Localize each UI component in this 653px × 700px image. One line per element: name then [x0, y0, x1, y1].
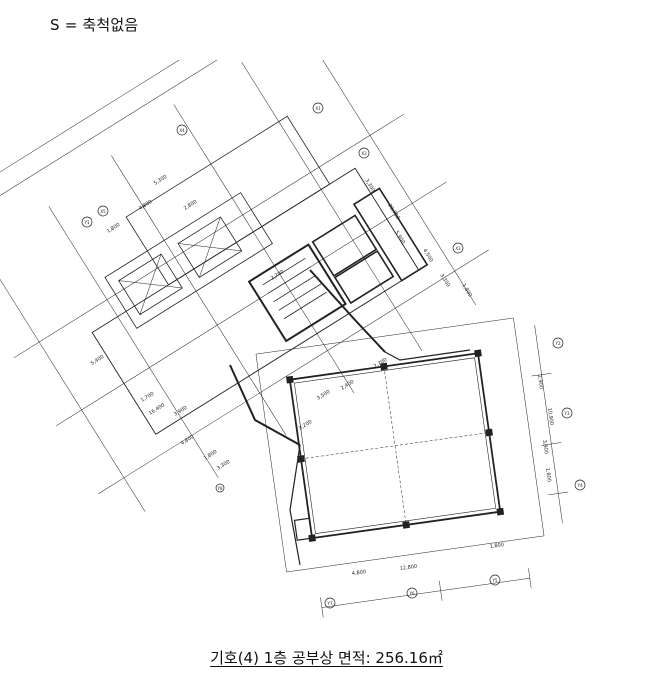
- dim-lower-right-2: 3,900: [541, 439, 549, 454]
- dim-misc-1: 3,500: [316, 389, 331, 402]
- axis-marker: X3: [452, 242, 464, 254]
- dim-left-1: 4,800: [180, 434, 195, 447]
- axis-marker: X2: [358, 147, 370, 159]
- dim-misc-0: 3,200: [298, 419, 313, 432]
- axis-marker: Y8: [215, 483, 225, 493]
- dim-left-total: 16,400: [148, 402, 166, 416]
- axis-marker: Y2: [552, 337, 564, 349]
- lower-wing: [255, 317, 569, 618]
- axis-marker: Y6: [406, 587, 418, 599]
- svg-text:Y6: Y6: [409, 591, 415, 596]
- dim-upper-top-2: 1,800: [106, 222, 121, 235]
- axis-marker: X4: [176, 124, 188, 136]
- svg-text:X5: X5: [100, 209, 106, 214]
- svg-text:Y3: Y3: [564, 411, 570, 416]
- dim-upper-top-3: 2,800: [183, 199, 198, 212]
- svg-text:X3: X3: [455, 246, 461, 251]
- upper-wing: [0, 0, 489, 512]
- axis-marker: Y1: [81, 216, 93, 228]
- dim-misc-2: 2,400: [340, 379, 355, 392]
- svg-text:X4: X4: [179, 128, 185, 133]
- scale-note: S = 축척없음: [50, 16, 139, 34]
- dim-upper-top-4: 5,400: [90, 354, 105, 367]
- dim-lower-bottom-0: 4,800: [351, 569, 366, 577]
- axis-marker: Y7: [324, 597, 336, 609]
- dim-upper-right-0: 3,300: [363, 178, 376, 193]
- svg-text:Y4: Y4: [577, 483, 583, 488]
- svg-text:Y2: Y2: [555, 341, 561, 346]
- lower-wing-outline: [288, 352, 502, 540]
- dim-lower-bottom-2: 1,800: [489, 542, 504, 550]
- svg-text:X2: X2: [361, 151, 367, 156]
- svg-text:Y8: Y8: [217, 486, 223, 491]
- svg-text:Y7: Y7: [327, 601, 333, 606]
- dim-left-0: 1,800: [203, 449, 218, 462]
- axis-marker: X5: [97, 205, 109, 217]
- dim-left-3: 1,700: [140, 391, 155, 404]
- dim-left-4: 3,300: [216, 459, 231, 472]
- axis-marker: Y3: [561, 407, 573, 419]
- svg-text:Y1: Y1: [84, 220, 90, 225]
- dim-upper-right-3: 3,300: [438, 273, 451, 288]
- dim-upper-top-1: 4,800: [138, 199, 153, 212]
- dim-misc-4: 2,700: [270, 269, 285, 282]
- dim-upper-right-2: 4,500: [421, 248, 434, 263]
- area-caption: 기호(4) 1층 공부상 면적: 256.16㎡: [210, 649, 443, 667]
- svg-text:X1: X1: [315, 106, 321, 111]
- dim-upper-top-0: 5,300: [153, 174, 168, 187]
- floor-plan: 20,700 3,300 5,900 4,500 3,300 1,800 5,3…: [0, 0, 653, 620]
- floor-plan-drawing: 20,700 3,300 5,900 4,500 3,300 1,800 5,3…: [0, 0, 586, 618]
- axis-marker: X1: [312, 102, 324, 114]
- dim-upper-right-4: 1,800: [460, 283, 473, 298]
- dim-lower-bottom-1: 12,800: [399, 564, 417, 572]
- dim-lower-right-3: 1,800: [544, 467, 552, 482]
- axis-marker: Y4: [574, 479, 586, 491]
- stair-core: [247, 243, 347, 343]
- axis-marker: Y5: [489, 574, 501, 586]
- dim-lower-right-0: 2,900: [536, 374, 544, 389]
- svg-text:Y5: Y5: [492, 578, 498, 583]
- dim-upper-right-1: 5,900: [393, 230, 406, 245]
- dim-lower-right-1: 10,900: [546, 407, 554, 425]
